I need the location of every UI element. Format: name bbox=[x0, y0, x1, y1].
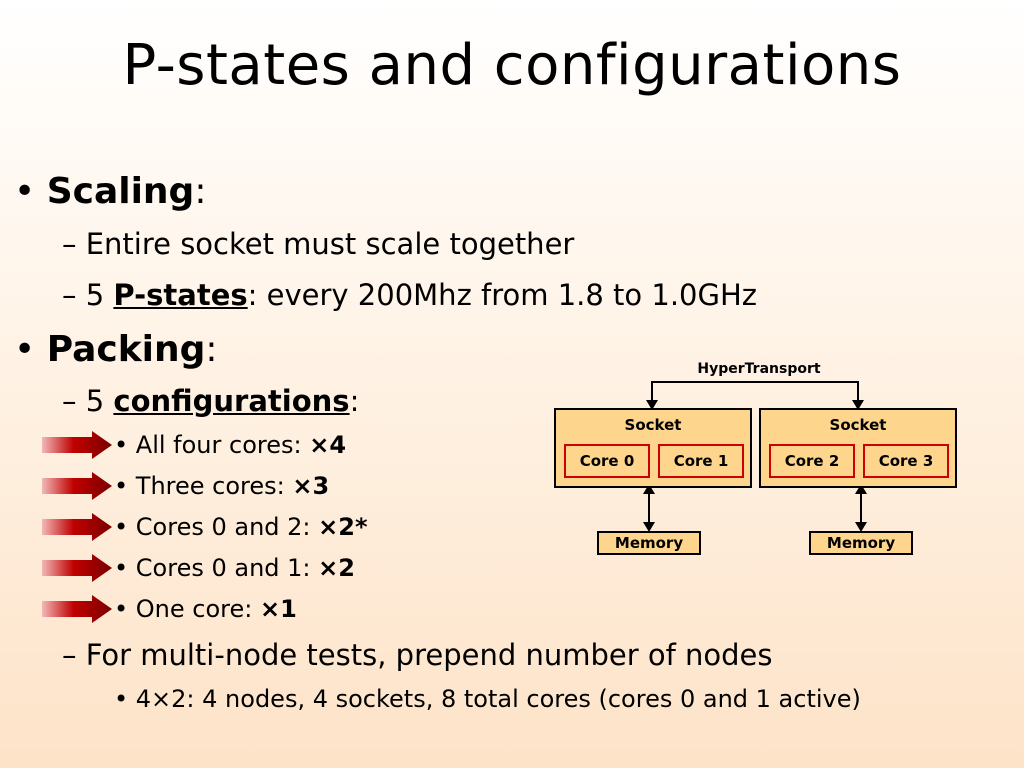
config-label: • Cores 0 and 1: bbox=[114, 554, 319, 582]
scaling-colon: : bbox=[194, 171, 207, 212]
config-label: • One core: bbox=[114, 595, 260, 623]
config-label: • Cores 0 and 2: bbox=[114, 513, 319, 541]
config-item: • Three cores: ×3 bbox=[114, 471, 329, 501]
config-value: ×3 bbox=[292, 472, 330, 500]
config-item: • One core: ×1 bbox=[114, 594, 297, 624]
core-0: Core 0 bbox=[564, 444, 650, 478]
multinode-item: – For multi-node tests, prepend number o… bbox=[62, 638, 773, 672]
config-label: • All four cores: bbox=[114, 431, 310, 459]
arrow-right-icon bbox=[42, 554, 112, 582]
arrow-right-icon bbox=[42, 472, 112, 500]
config-prefix: – 5 bbox=[62, 384, 114, 418]
config-item: • All four cores: ×4 bbox=[114, 430, 346, 460]
packing-colon: : bbox=[205, 329, 218, 370]
socket-right: Socket Core 2 Core 3 bbox=[759, 408, 957, 488]
bullet-scaling: • Scaling: bbox=[14, 170, 206, 214]
core-3: Core 3 bbox=[863, 444, 949, 478]
memory-right: Memory bbox=[809, 531, 913, 555]
hypertransport-label: HyperTransport bbox=[697, 361, 821, 377]
config-value: ×2* bbox=[318, 513, 368, 541]
socket-label: Socket bbox=[624, 416, 682, 434]
multinode-example: • 4×2: 4 nodes, 4 sockets, 8 total cores… bbox=[114, 685, 861, 713]
config-value: ×2 bbox=[318, 554, 355, 582]
bullet-packing: • Packing: bbox=[14, 328, 218, 372]
arrow-right-icon bbox=[42, 513, 112, 541]
socket-label: Socket bbox=[829, 416, 887, 434]
packing-heading: Packing bbox=[46, 329, 206, 370]
packing-configurations: – 5 configurations: bbox=[62, 383, 359, 419]
config-value: ×1 bbox=[259, 595, 297, 623]
scaling-item-1: – Entire socket must scale together bbox=[62, 227, 575, 261]
scaling-heading: Scaling bbox=[46, 171, 195, 212]
config-item: • Cores 0 and 2: ×2* bbox=[114, 512, 368, 542]
scaling-item-2: – 5 P-states: every 200Mhz from 1.8 to 1… bbox=[62, 277, 757, 313]
config-suffix: : bbox=[349, 384, 360, 418]
core-1: Core 1 bbox=[658, 444, 744, 478]
config-value: ×4 bbox=[309, 431, 347, 459]
slide-title: P-states and configurations bbox=[122, 33, 902, 98]
bullet-dot: • bbox=[14, 329, 36, 370]
pstates-suffix: : every 200Mhz from 1.8 to 1.0GHz bbox=[247, 278, 757, 312]
arrow-right-icon bbox=[42, 595, 112, 623]
memory-left: Memory bbox=[597, 531, 701, 555]
config-item: • Cores 0 and 1: ×2 bbox=[114, 553, 355, 583]
bullet-dot: • bbox=[14, 171, 36, 212]
pstates-term: P-states bbox=[113, 278, 248, 312]
pstates-prefix: – 5 bbox=[62, 278, 114, 312]
arrow-right-icon bbox=[42, 431, 112, 459]
core-2: Core 2 bbox=[769, 444, 855, 478]
config-term: configurations bbox=[113, 384, 350, 418]
socket-left: Socket Core 0 Core 1 bbox=[554, 408, 752, 488]
diagram-connectors bbox=[643, 381, 867, 532]
config-label: • Three cores: bbox=[114, 472, 293, 500]
